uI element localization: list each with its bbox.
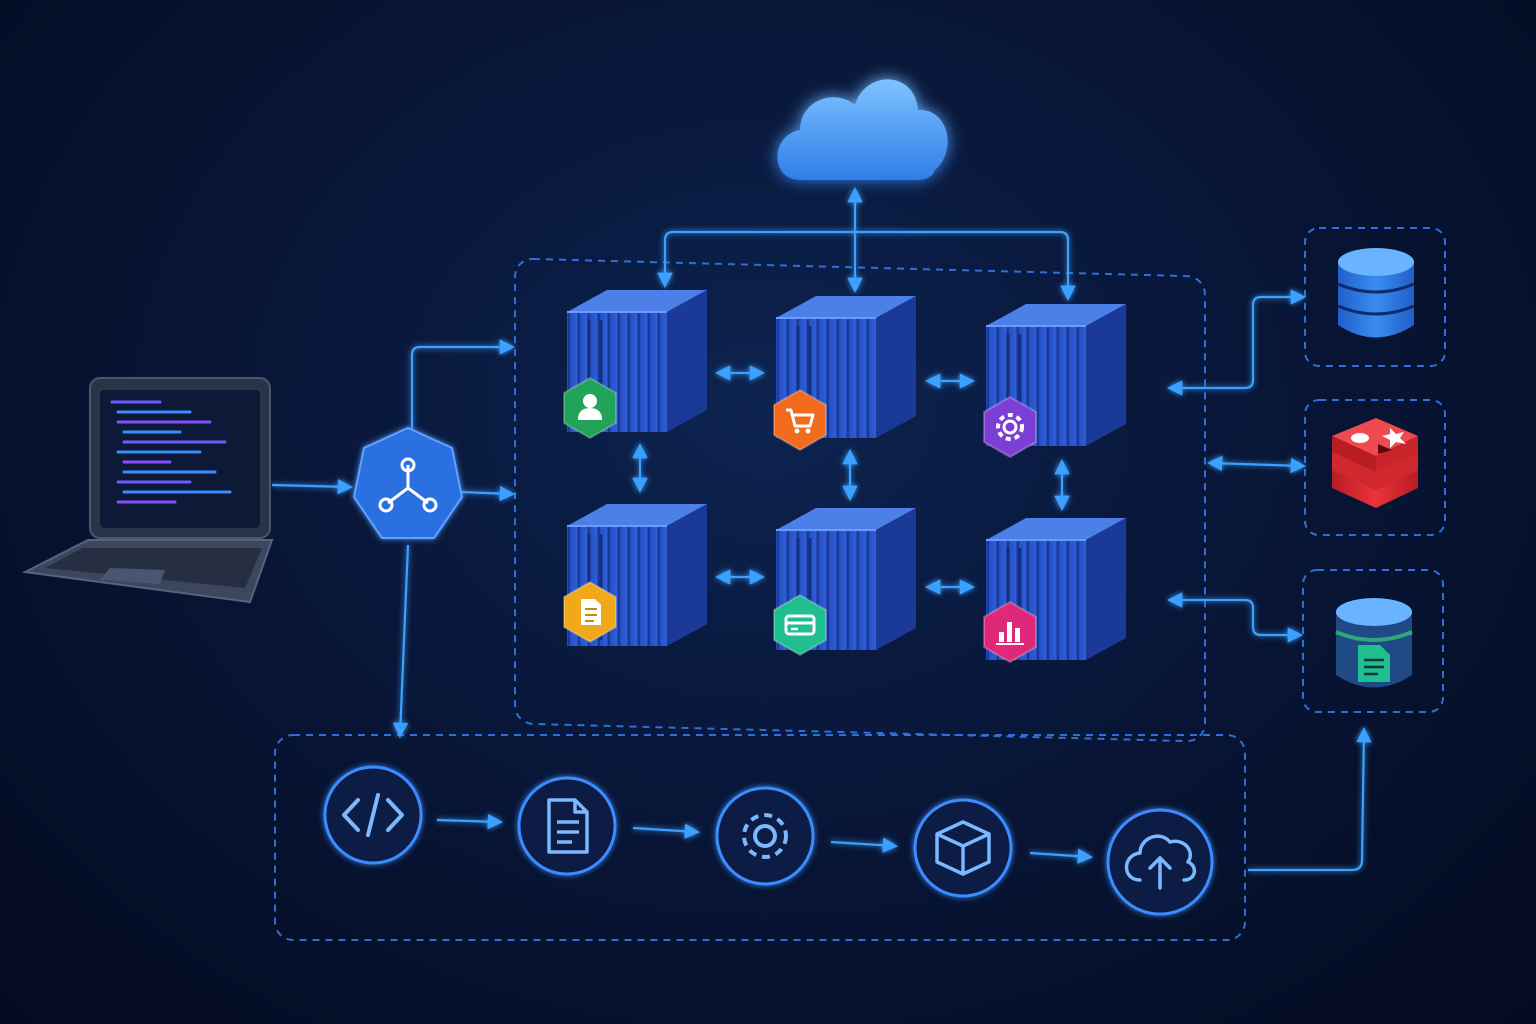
cloud-upload-icon	[1124, 834, 1197, 890]
cluster-boundary	[514, 257, 1206, 743]
user-icon	[563, 376, 617, 440]
container-c5	[773, 506, 918, 657]
cloud-icon	[777, 79, 948, 180]
container-c3	[983, 302, 1128, 459]
pipeline-boundary	[274, 734, 1246, 941]
datastore-boundary-db	[1304, 227, 1446, 367]
pipeline-step-code	[323, 765, 423, 865]
load-balancer-icon	[352, 426, 464, 539]
document-icon	[547, 798, 589, 854]
datastore-boundary-cache	[1304, 399, 1446, 536]
document-icon	[1358, 645, 1390, 682]
container-c1	[563, 288, 709, 440]
pipeline-step-package	[913, 798, 1013, 898]
pipeline-step-test	[715, 786, 815, 886]
redis-cache-icon	[1332, 418, 1418, 508]
bar-chart-icon	[983, 600, 1037, 664]
service-containers	[563, 288, 1128, 664]
document-database-icon	[1335, 598, 1413, 688]
pipeline-step-deploy	[1106, 808, 1214, 916]
box-icon	[935, 820, 991, 876]
laptop-code-icon	[21, 377, 274, 604]
card-icon	[773, 593, 827, 657]
container-c4	[563, 502, 709, 648]
cart-icon	[773, 388, 827, 452]
gear-icon	[742, 813, 788, 859]
container-c6	[983, 516, 1128, 664]
document-icon	[563, 580, 617, 644]
database-icon	[1337, 248, 1415, 338]
connector-lines	[271, 186, 1372, 872]
code-icon	[342, 793, 404, 837]
gear-icon	[983, 395, 1037, 459]
container-c2	[773, 294, 918, 452]
pipeline-step-build	[517, 776, 617, 876]
